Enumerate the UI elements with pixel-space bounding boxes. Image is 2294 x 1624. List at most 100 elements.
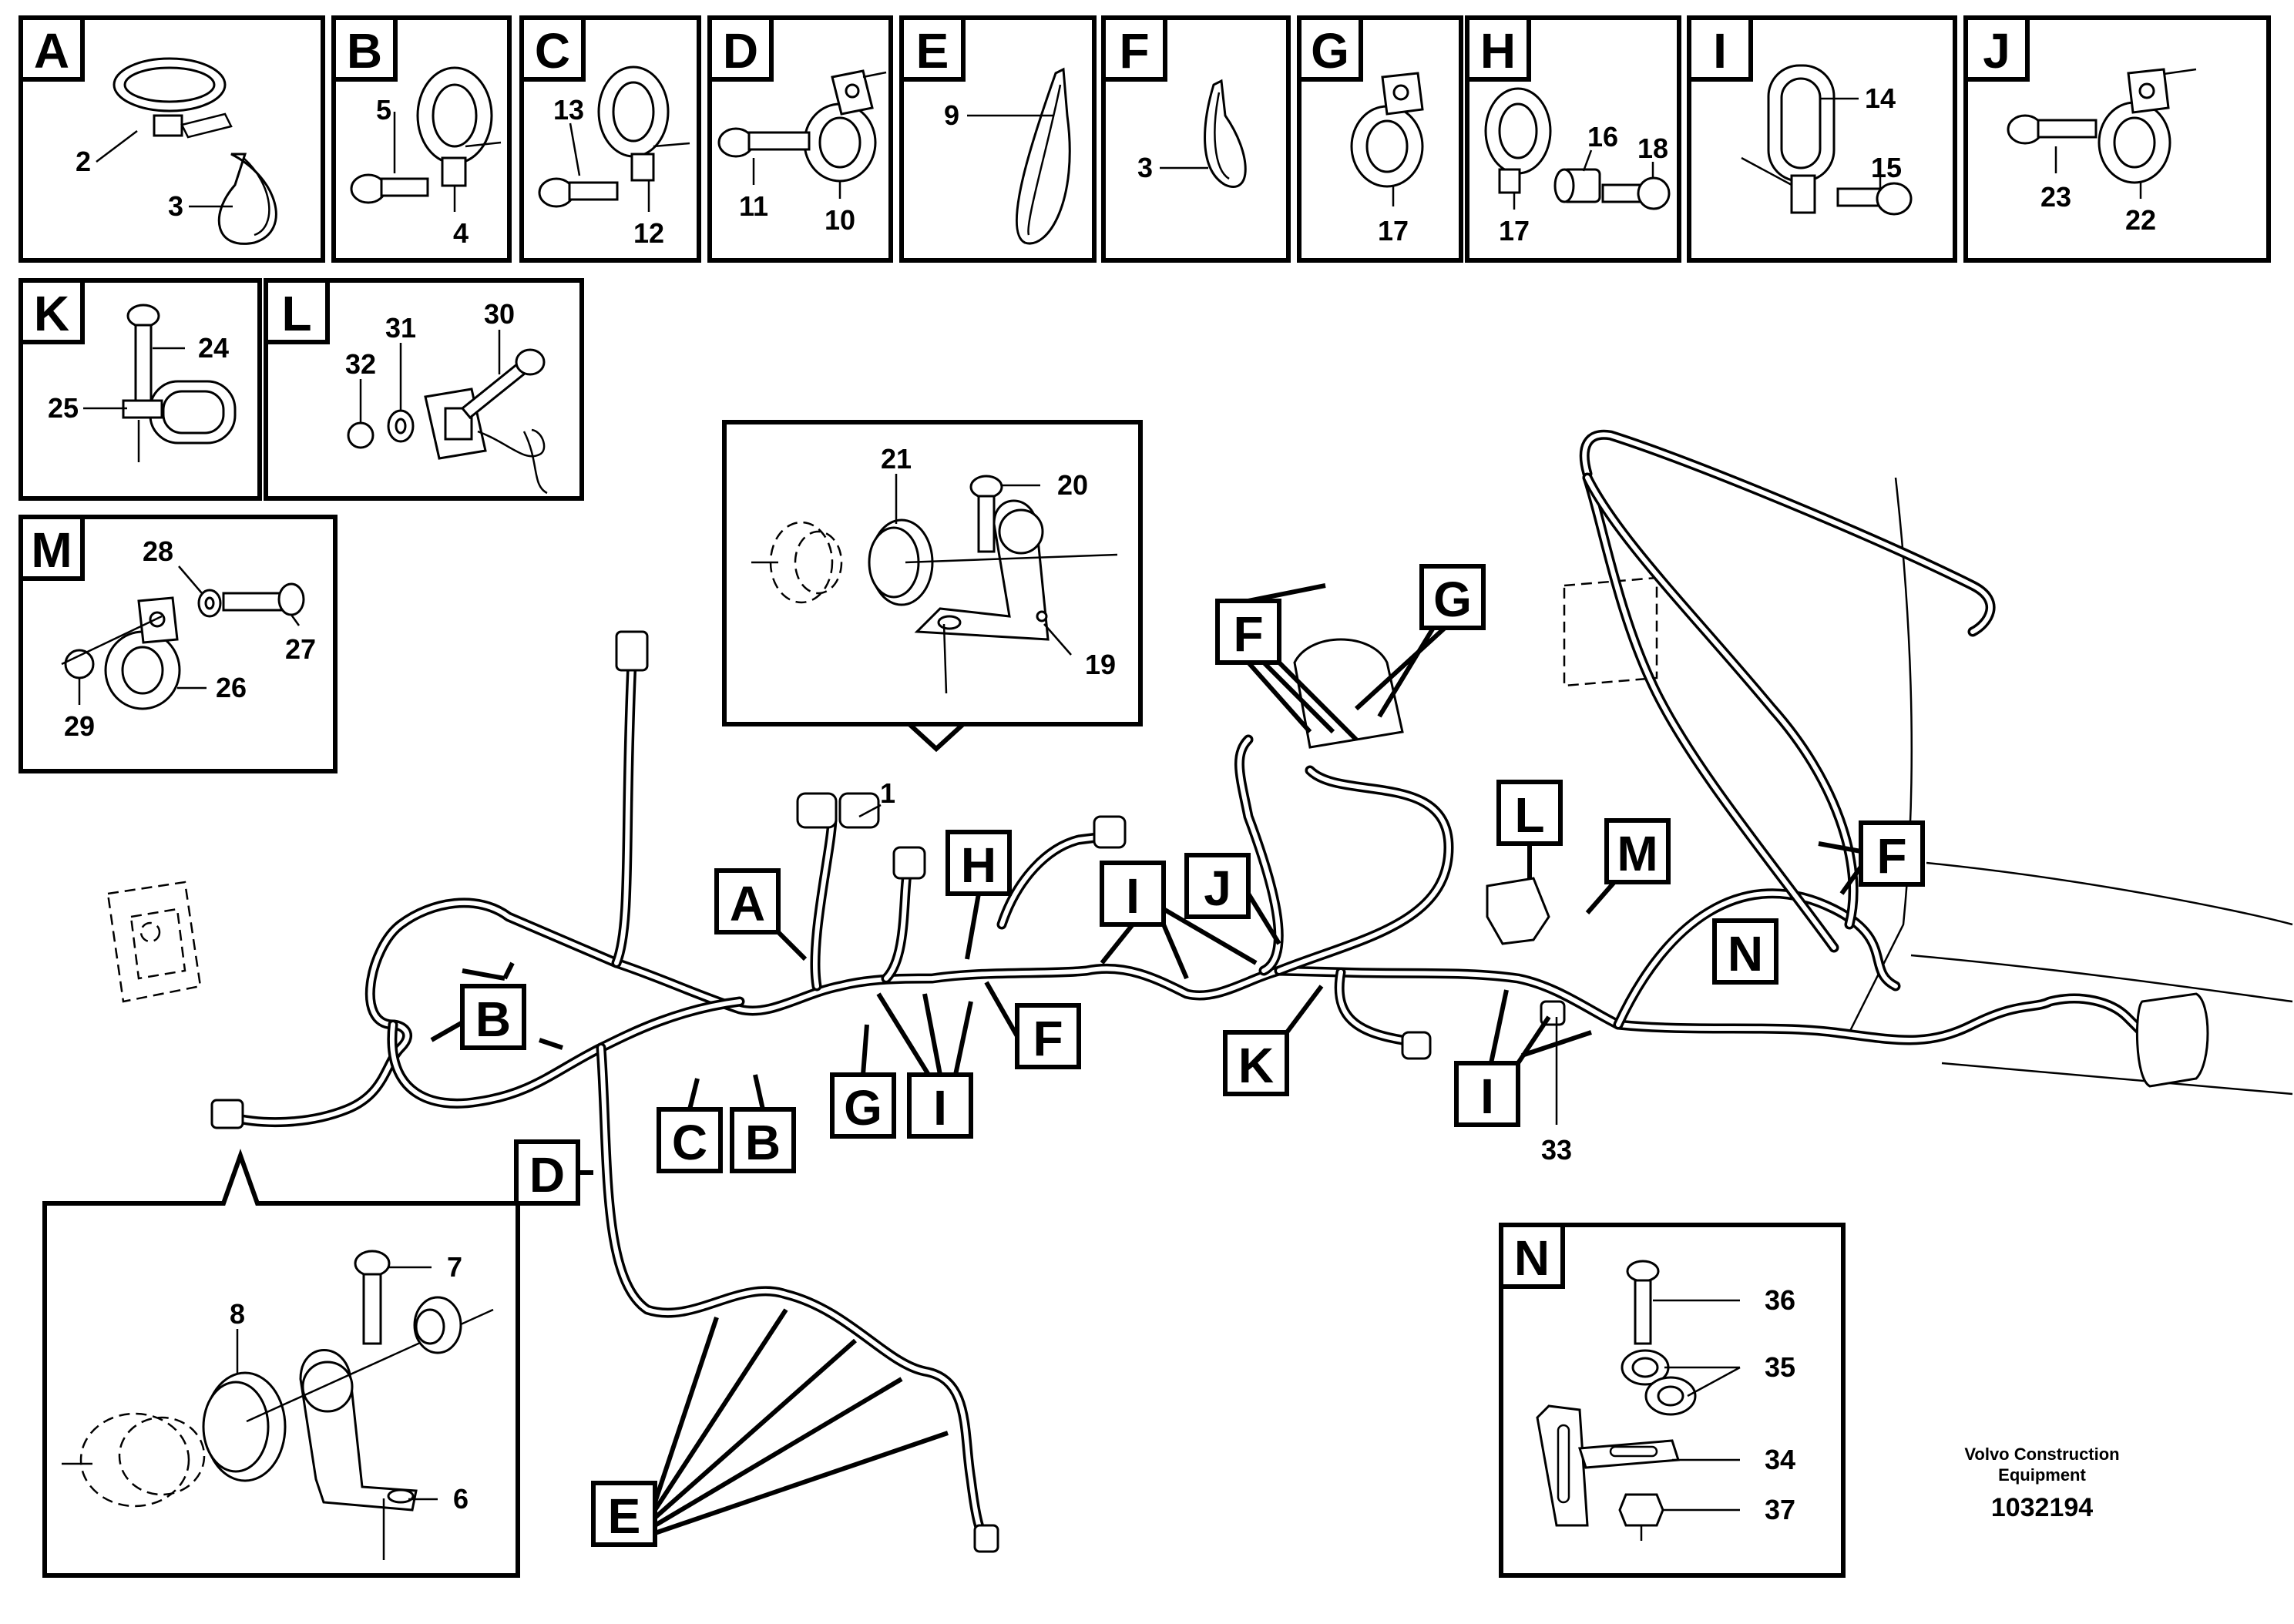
svg-text:L: L (1514, 787, 1544, 843)
detail-frame-d: D 11 10 (707, 15, 893, 263)
mounting-bracket-icon (905, 499, 1118, 694)
callout-b-mid: B (730, 1074, 796, 1173)
detail-frame-n: N 36 35 34 37 (1499, 1223, 1846, 1578)
part-number-36: 36 (1765, 1284, 1795, 1316)
callout-i-mid: I (1100, 861, 1258, 980)
sensor-plug-icon (62, 1412, 206, 1508)
work-lamp-icon (2135, 992, 2209, 1088)
connector-plug-icon (615, 630, 649, 672)
detail-frame-g: G 17 (1297, 15, 1463, 263)
svg-text:F: F (1233, 606, 1263, 662)
callout-f-right: F (1818, 820, 1925, 895)
detail-letter-d: D (723, 23, 758, 79)
svg-text:H: H (961, 837, 996, 893)
detail-frame-e: E 9 (899, 15, 1097, 263)
callout-c: C (657, 1078, 723, 1173)
cable-tie-icon (1015, 67, 1071, 245)
callout-d: D (514, 1139, 593, 1206)
valve-solenoid-icon (1486, 877, 1550, 945)
detail-letter-b: B (347, 23, 382, 79)
callout-f-upper: F (1215, 583, 1359, 742)
callout-g-upper: G (1354, 564, 1486, 718)
part-number-13: 13 (553, 94, 584, 126)
detail-frame-m: M 28 27 26 29 (18, 515, 338, 773)
detail-frame-l: L 32 31 30 (264, 278, 584, 501)
detail-letter-h: H (1480, 23, 1516, 79)
callout-boxes: A B C B D E G (430, 564, 1925, 1547)
svg-text:I: I (1480, 1069, 1494, 1124)
part-number-32: 32 (345, 348, 376, 380)
callout-m: M (1585, 818, 1671, 914)
detail-frame-j: J 23 22 (1963, 15, 2271, 263)
part-number-21: 21 (881, 443, 912, 475)
callout-b-left: B (430, 961, 563, 1050)
detail-frame-a: A 2 3 (18, 15, 325, 263)
connector-bracket-inset: 21 20 19 (722, 420, 1143, 753)
part-number-17-h: 17 (1499, 215, 1530, 247)
part-number-20: 20 (1057, 469, 1088, 501)
svg-text:G: G (844, 1080, 882, 1136)
part-number-16: 16 (1587, 121, 1618, 153)
svg-text:E: E (608, 1488, 641, 1544)
connector-plug-icon (796, 792, 838, 829)
detail-frame-h: H 16 18 17 (1465, 15, 1681, 263)
svg-text:F: F (1876, 828, 1906, 884)
detail-frame-b: B 5 4 (331, 15, 512, 263)
callout-n: N (1712, 918, 1778, 985)
svg-text:I: I (1126, 868, 1140, 924)
part-number-31: 31 (385, 312, 416, 344)
connector-plug-icon (1401, 1031, 1432, 1060)
part-number-23: 23 (2040, 181, 2071, 213)
detail-frame-i: I 14 15 (1687, 15, 1957, 263)
main-wiring-harness (226, 472, 2178, 1546)
part-number-2: 2 (76, 146, 91, 177)
brand-line-2: Equipment (1998, 1465, 2086, 1485)
nut-icon (1618, 1493, 1664, 1541)
spacer-sleeve-icon (1553, 168, 1601, 203)
part-number-30: 30 (484, 298, 515, 330)
part-number-1: 1 (880, 777, 895, 809)
connector-plug-icon (973, 1524, 999, 1553)
washer-icon (197, 589, 222, 618)
p-clip-icon (1350, 72, 1424, 188)
part-number-22: 22 (2125, 204, 2156, 236)
bolt-icon (969, 475, 1003, 553)
cab-roof-harness (1579, 429, 1996, 930)
part-number-17: 17 (1378, 215, 1409, 247)
callout-g-left: G (830, 1024, 896, 1139)
callout-k: K (1223, 985, 1324, 1096)
svg-text:D: D (529, 1147, 565, 1203)
part-number-3-f: 3 (1137, 152, 1153, 183)
part-number-15: 15 (1871, 152, 1902, 183)
bolt-icon (2007, 114, 2098, 145)
part-number-3: 3 (168, 190, 183, 222)
part-number-25: 25 (48, 392, 79, 424)
detail-letter-k: K (34, 286, 69, 341)
detail-frame-f: F 3 (1101, 15, 1291, 263)
detail-letter-g: G (1311, 23, 1349, 79)
svg-text:K: K (1238, 1038, 1274, 1093)
part-number-5: 5 (376, 94, 391, 126)
detail-letter-a: A (34, 23, 69, 79)
callout-e: E (591, 1308, 949, 1547)
part-number-18: 18 (1637, 133, 1668, 164)
detail-frame-c: C 13 12 (519, 15, 701, 263)
part-number-8: 8 (230, 1298, 245, 1330)
detail-letter-i: I (1713, 23, 1727, 79)
locking-ring-icon (202, 1371, 287, 1482)
detail-frame-k: K 24 25 (18, 278, 262, 501)
detail-letter-n: N (1514, 1230, 1550, 1286)
connector-plug-icon (892, 846, 926, 880)
bushing-icon (413, 1296, 462, 1354)
detail-letter-j: J (1983, 23, 2010, 79)
svg-text:C: C (672, 1115, 707, 1170)
part-number-33: 33 (1541, 1134, 1572, 1166)
svg-text:N: N (1728, 926, 1763, 981)
harness-part-numbers: 1 33 (858, 777, 1572, 1166)
rubber-grommet-icon (1621, 1349, 1697, 1416)
bolt-icon (350, 173, 429, 204)
sensor-bracket-inset: 7 8 6 (42, 1149, 520, 1578)
cable-tie-icon (1204, 79, 1247, 188)
detail-letter-l: L (281, 286, 311, 341)
part-number-12: 12 (633, 217, 664, 249)
